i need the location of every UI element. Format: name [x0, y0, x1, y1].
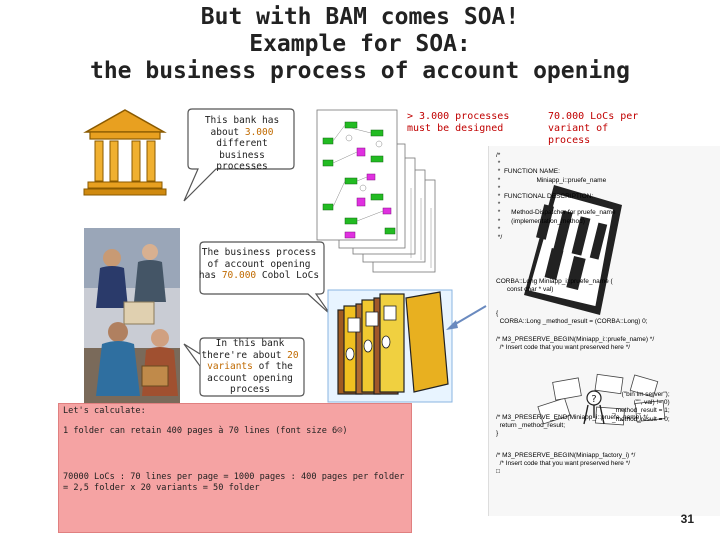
- code-block-body: { CORBA::Long _method_result = (CORBA::L…: [496, 310, 648, 326]
- bubble2-text-post: Cobol LoCs: [256, 270, 320, 281]
- bubble2-number: 70.000: [221, 270, 257, 281]
- bubble1-text-pre: This bank has about: [204, 115, 280, 138]
- bubble-bank-processes: This bank has about 3.000 different busi…: [192, 115, 292, 173]
- code-block-preserve: /* M3_PRESERVE_BEGIN(Miniapp_i::pruefe_n…: [496, 336, 654, 352]
- note-locs-per-variant: 70.000 LoCs per variant of process: [548, 111, 639, 146]
- code-line: ("", val) != 0): [633, 399, 670, 407]
- calc-folder-capacity: 1 folder can retain 400 pages à 70 lines…: [63, 426, 348, 436]
- note-processes-designed: > 3.000 processes must be designed: [407, 111, 510, 134]
- bubble2-text-pre: The business process of account opening …: [198, 247, 317, 281]
- code-block-factory: /* M3_PRESERVE_BEGIN(Miniapp_factory_i) …: [496, 452, 635, 477]
- code-line: *: [496, 201, 501, 209]
- binder-folders-icon: [327, 289, 453, 403]
- bank-customers-photo: [84, 228, 180, 406]
- code-line: /*: [496, 152, 501, 159]
- code-line: _method_result = 0;: [612, 415, 670, 423]
- code-line: }: [496, 430, 499, 438]
- calc-result: 70000 LoCs : 70 lines per page = 1000 pa…: [63, 472, 405, 493]
- code-line: /* M3_PRESERVE_BEGIN(Miniapp_i::pruefe_n…: [496, 336, 655, 343]
- code-line: * Miniapp_i::pruefe_name: [496, 176, 607, 184]
- title-line-3: the business process of account opening: [89, 58, 631, 84]
- code-line: □: [496, 468, 500, 476]
- svg-text:?: ?: [591, 394, 596, 405]
- process-diagram-stack: [316, 109, 436, 273]
- code-line: const char * val): [496, 286, 554, 294]
- code-line: CORBA::Long Miniapp_i::pruefe_name (: [496, 278, 613, 285]
- title-line-2: Example for SOA:: [249, 31, 471, 57]
- bubble1-number: 3.000: [244, 126, 274, 138]
- code-line: /* M3_PRESERVE_END(Miniapp_i::pruefe_nam…: [496, 414, 648, 421]
- speech-bubble-shape: [199, 241, 330, 315]
- bubble3-variants: variants: [207, 361, 253, 372]
- code-line: _method_result = 1;: [612, 407, 670, 415]
- code-line: */: [496, 234, 503, 242]
- bubble3-text-post: of the account opening process: [207, 361, 293, 395]
- paper-stack-icon: [524, 185, 622, 315]
- code-line: ("bin im server");: [621, 391, 670, 398]
- code-line: * FUNCTION NAME:: [496, 168, 560, 176]
- code-line: /* M3_PRESERVE_BEGIN(Miniapp_factory_i) …: [496, 452, 636, 459]
- bubble-cobol-locs: The business process of account opening …: [198, 247, 320, 282]
- code-line: *: [496, 160, 501, 168]
- code-block-header: /* * * FUNCTION NAME: * Miniapp_i::pruef…: [496, 152, 616, 242]
- code-line: /* Insert code that you want preserved h…: [496, 460, 631, 468]
- code-fragment-right: ("bin im server"); ("", val) != 0) _meth…: [612, 391, 670, 424]
- bank-building-icon: [83, 109, 167, 196]
- speech-bubble-shape: [183, 337, 305, 397]
- code-block-preserve-end: /* M3_PRESERVE_END(Miniapp_i::pruefe_nam…: [496, 414, 648, 439]
- bubble3-number: 20: [287, 349, 299, 361]
- bubble1-text-post: different business processes: [216, 138, 268, 172]
- calc-heading: Let's calculate:: [63, 406, 146, 416]
- code-line: * Method-Dispatcher for pruefe_name: [496, 209, 616, 217]
- code-line: *: [496, 184, 501, 192]
- code-line: /* Insert code that you want preserved h…: [496, 344, 631, 352]
- code-block-method: CORBA::Long Miniapp_i::pruefe_name ( con…: [496, 278, 613, 294]
- code-line: * FUNCTIONAL DESCRIPTION:: [496, 193, 594, 201]
- calculation-box: Let's calculate: 1 folder can retain 400…: [58, 403, 412, 533]
- confused-person-icon: ?: [537, 373, 666, 426]
- code-line: *: [496, 225, 501, 233]
- page-number: 31: [680, 512, 694, 526]
- arrow-to-folders: [446, 305, 487, 330]
- bubble3-text-pre: In this bank there're about: [201, 338, 288, 361]
- bubble-process-variants: In this bank there're about 20 variants …: [198, 338, 302, 396]
- code-line: * (implementation_method): [496, 217, 585, 225]
- slide-title: But with BAM comes SOA! Example for SOA:…: [0, 4, 720, 85]
- speech-bubble-shape: [183, 108, 295, 202]
- code-line: {: [496, 310, 499, 317]
- title-line-1: But with BAM comes SOA!: [200, 4, 520, 30]
- code-line: return _method_result;: [496, 422, 566, 430]
- code-line: CORBA::Long _method_result = (CORBA::Lon…: [496, 318, 648, 326]
